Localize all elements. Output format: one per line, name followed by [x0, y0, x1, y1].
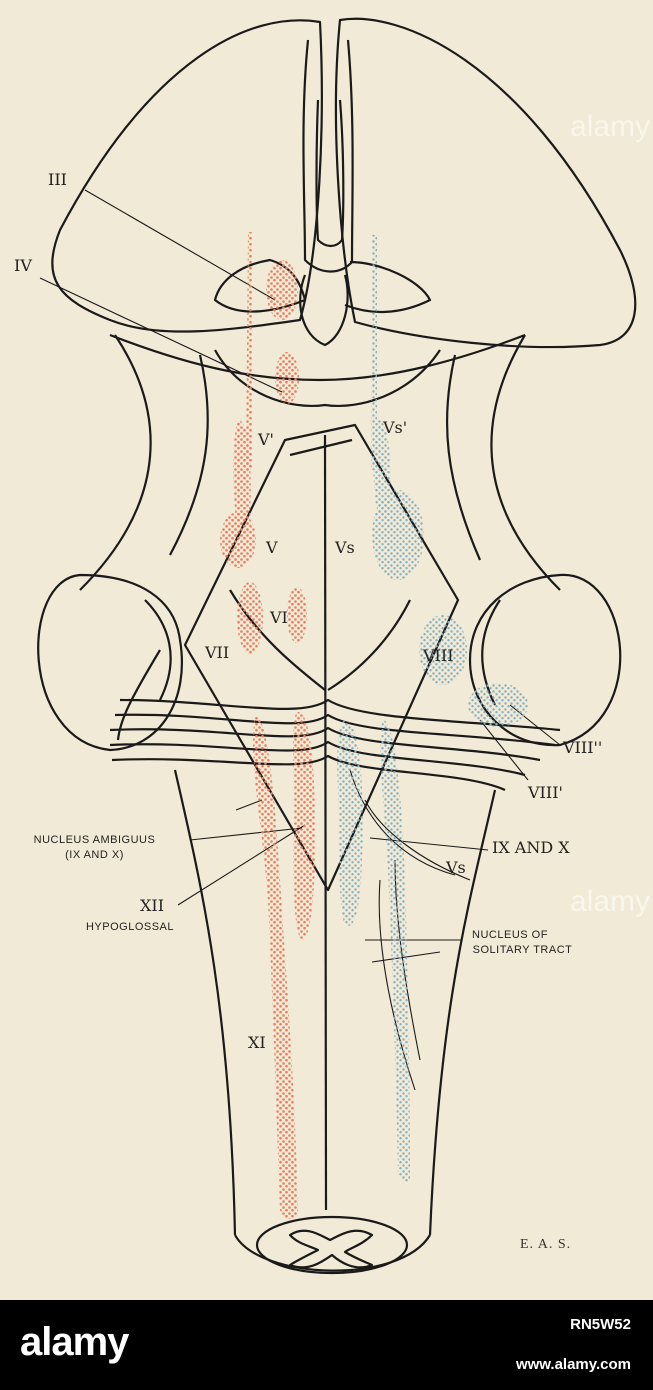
- motor-nuclei: [220, 232, 316, 1220]
- image-id: RN5W52: [570, 1316, 631, 1333]
- label-xi: XI: [248, 1033, 266, 1052]
- label-viii-double-prime: VIII'': [563, 738, 603, 757]
- site-link[interactable]: www.alamy.com: [515, 1356, 631, 1373]
- label-hypoglossal: HYPOGLOSSAL: [85, 921, 175, 933]
- label-xii: XII: [140, 896, 165, 915]
- sensory-nuclei: [337, 235, 528, 1182]
- label-nucleus-ambiguus: NUCLEUS AMBIGUUS: [33, 834, 156, 846]
- label-v-prime: V': [258, 430, 274, 449]
- brainstem-drawing: [37, 17, 637, 1275]
- label-solitary-tract: SOLITARY TRACT: [472, 944, 573, 956]
- label-vs: Vs: [335, 538, 355, 557]
- label-ix-and-x: IX AND X: [492, 838, 570, 857]
- watermark: alamy: [570, 110, 651, 143]
- label-nucleus-ambiguus-sub: (IX AND X): [65, 849, 124, 861]
- label-vii: VII: [205, 643, 230, 662]
- label-vi: VI: [270, 608, 288, 627]
- label-viii: VIII: [423, 646, 454, 665]
- label-v: V: [266, 538, 278, 557]
- label-viii-prime: VIII': [528, 783, 563, 802]
- label-iii: III: [48, 170, 67, 189]
- illustrator-signature: E. A. S.: [520, 1237, 572, 1252]
- label-vs-lower: Vs: [446, 858, 466, 877]
- alamy-logo[interactable]: alamy: [20, 1320, 129, 1364]
- label-nucleus-of: NUCLEUS OF: [472, 929, 548, 941]
- watermark: alamy: [570, 885, 651, 918]
- label-iv: IV: [14, 256, 32, 275]
- brainstem-diagram: III IV V' Vs' V Vs VI VII VIII VIII'' VI…: [0, 0, 653, 1300]
- outline: [37, 17, 637, 1275]
- label-vs-prime: Vs': [383, 418, 408, 437]
- footer-bar: alamy RN5W52 www.alamy.com: [0, 1300, 653, 1390]
